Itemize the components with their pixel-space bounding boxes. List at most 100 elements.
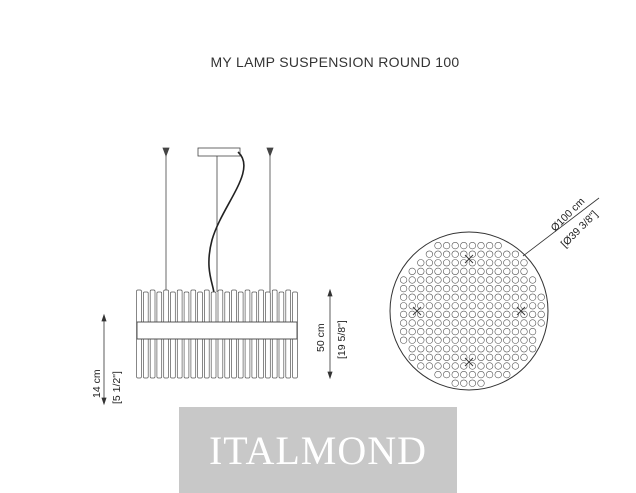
glass-rod-top: [477, 371, 485, 379]
glass-rod-top: [434, 267, 442, 276]
glass-rod-top: [468, 310, 477, 319]
glass-rod-top: [451, 310, 459, 319]
glass-rod-top: [477, 328, 485, 336]
ceiling-canopy: [197, 147, 241, 157]
glass-rod-top: [400, 319, 408, 327]
glass-rod-top: [511, 362, 520, 370]
glass-rod-top: [460, 328, 468, 336]
glass-rod-top: [451, 242, 459, 250]
glass-rod-top: [443, 267, 451, 276]
glass-rod-top: [486, 328, 494, 336]
glass-rod-top: [520, 276, 528, 284]
glass-rod-top: [451, 267, 459, 276]
glass-rod-top: [494, 353, 502, 362]
glass-rod-top: [443, 328, 451, 336]
glass-rod-top: [434, 362, 442, 370]
glass-rod-top: [460, 267, 468, 276]
glass-rod-top: [494, 371, 502, 379]
glass-rod-top: [477, 250, 485, 258]
glass-rod-top: [486, 293, 494, 301]
glass-rod-top: [451, 353, 459, 362]
glass-rod-top: [434, 310, 442, 319]
glass-rod-top: [468, 379, 477, 387]
glass-rod-top: [494, 362, 502, 370]
glass-rod-top: [417, 259, 425, 267]
glass-rod-top: [486, 250, 494, 258]
height-metric-label: 50 cm: [315, 323, 327, 352]
glass-rod-top: [494, 250, 502, 258]
glass-rod-top: [511, 285, 520, 293]
glass-rod-top: [460, 379, 468, 387]
glass-rod-top: [434, 276, 442, 284]
glass-rod-top: [477, 310, 485, 319]
glass-rod-top: [486, 285, 494, 293]
cable-anchor-right: [266, 147, 274, 158]
glass-rod-top: [503, 259, 511, 267]
glass-rod-top: [494, 319, 502, 327]
glass-rod-top: [417, 293, 425, 301]
glass-rod-top: [425, 362, 434, 370]
glass-rod-top: [477, 259, 485, 267]
glass-rod-top: [494, 276, 502, 284]
glass-rod-top: [503, 362, 511, 370]
glass-rod-top: [511, 336, 520, 344]
watermark-text: ITALMOND: [208, 428, 428, 473]
glass-rod-top: [468, 319, 477, 327]
glass-rod-top: [486, 345, 494, 353]
glass-rod-top: [425, 285, 434, 293]
glass-rod-top: [434, 353, 442, 362]
glass-rod-top: [408, 319, 416, 327]
glass-rod-top: [520, 293, 528, 301]
glass-rod-top: [486, 362, 494, 370]
glass-rod-top: [408, 336, 416, 344]
glass-rod-top: [528, 319, 537, 327]
glass-rod-top: [528, 285, 537, 293]
glass-rod-top: [434, 328, 442, 336]
diameter-leader: [522, 197, 600, 257]
glass-rod-top: [528, 328, 537, 336]
glass-rod-top: [503, 302, 511, 310]
glass-rod-top: [434, 242, 442, 250]
glass-rod-top: [520, 259, 528, 267]
glass-rod-top: [443, 319, 451, 327]
glass-rod-top: [528, 293, 537, 301]
glass-rod-top: [443, 353, 451, 362]
glass-rod-top: [520, 302, 528, 310]
glass-rod-top: [451, 259, 459, 267]
glass-rod-top: [520, 336, 528, 344]
glass-rod-top: [451, 302, 459, 310]
glass-rod-top: [425, 250, 434, 258]
glass-rod-top: [460, 345, 468, 353]
glass-rod-top: [408, 328, 416, 336]
glass-rod-top: [468, 285, 477, 293]
side-dimension: 14 cm [5 1/2"]: [91, 313, 123, 406]
glass-rod-top: [486, 319, 494, 327]
glass-rod-top: [451, 379, 459, 387]
glass-rod-top: [511, 345, 520, 353]
glass-rod-top: [511, 328, 520, 336]
glass-rod-top: [460, 310, 468, 319]
glass-rod-top: [511, 250, 520, 258]
glass-rod-top: [468, 353, 477, 362]
glass-rod-top: [434, 293, 442, 301]
glass-rod-top: [417, 319, 425, 327]
glass-rod-top: [503, 345, 511, 353]
glass-rod-top: [460, 285, 468, 293]
glass-rod-top: [511, 259, 520, 267]
glass-rod-top: [511, 293, 520, 301]
glass-rod-top: [400, 293, 408, 301]
glass-rod-top: [477, 276, 485, 284]
glass-rod-top: [477, 345, 485, 353]
glass-rod-top: [503, 328, 511, 336]
glass-rod-top: [400, 310, 408, 319]
glass-rod-top: [408, 293, 416, 301]
glass-rod-top: [528, 302, 537, 310]
glass-rod-top: [417, 345, 425, 353]
glass-rod-top: [460, 302, 468, 310]
glass-rod-top: [503, 336, 511, 344]
glass-rod-top: [468, 276, 477, 284]
glass-rod-top: [537, 293, 545, 301]
glass-rod-top: [425, 302, 434, 310]
glass-rod-top: [477, 336, 485, 344]
